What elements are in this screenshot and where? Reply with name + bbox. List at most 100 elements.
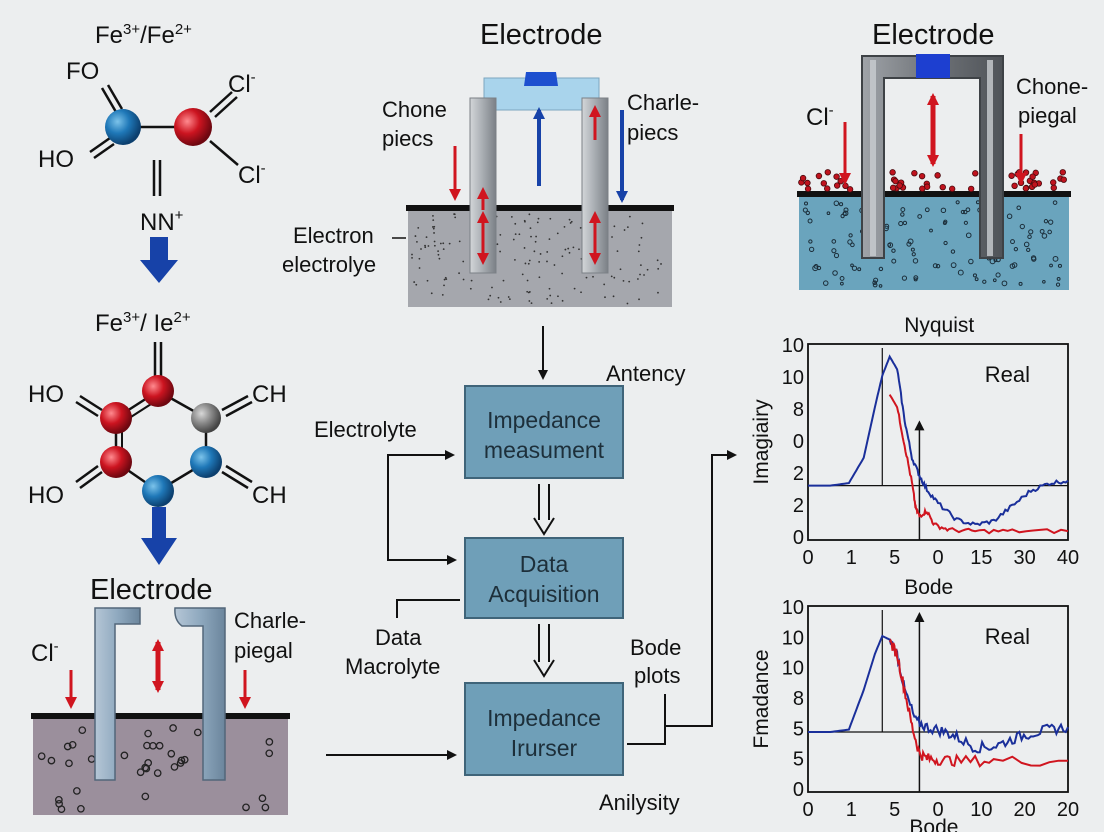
x-axis-label: Bode [909, 816, 958, 832]
atom-red [174, 108, 212, 146]
bode-plots-label-1: Bode [630, 635, 681, 660]
electrode-contact [524, 72, 558, 86]
particle [469, 287, 472, 290]
y-tick-label: 10 [782, 658, 804, 680]
particle [1049, 263, 1053, 268]
electrode-rod-right [174, 607, 226, 781]
particle [940, 207, 947, 214]
molecule-ring: Fe3+/ Ie2+ HO HO CH CH [28, 309, 287, 565]
particle [826, 211, 831, 216]
electrode-tr-title: Electrode [872, 19, 995, 51]
particle [1019, 223, 1025, 230]
chart-annotation: Real [985, 624, 1030, 649]
particle [561, 272, 564, 275]
electrolyte-mauve [33, 717, 288, 815]
particle [564, 248, 567, 251]
particle [913, 277, 918, 282]
particle [580, 291, 582, 294]
electron-label-1: Electron [293, 223, 374, 248]
particle [63, 742, 72, 751]
particle [1041, 233, 1048, 239]
ion [824, 185, 831, 192]
y-tick-label: 10 [782, 335, 804, 357]
particle [536, 221, 539, 224]
particle [458, 272, 460, 275]
bode-plots-label-2: plots [634, 663, 680, 688]
ion [1029, 173, 1036, 180]
y-tick-label: 2 [793, 495, 804, 517]
particle [1018, 281, 1023, 286]
x-tick-label: 1 [846, 547, 857, 569]
y-axis-label: Fmadance [750, 649, 773, 748]
y-axis-label: Imagiairy [750, 399, 773, 485]
electrolyte-particles [37, 724, 274, 814]
particle [1043, 219, 1049, 224]
particle [487, 298, 490, 301]
particle [847, 239, 853, 245]
particle [610, 275, 613, 278]
ion [846, 186, 854, 193]
particle [568, 218, 571, 221]
particle [68, 740, 77, 749]
particle [913, 275, 919, 281]
particle [443, 284, 445, 287]
box3-line1: Impedance [487, 705, 601, 731]
series-blue [808, 634, 1069, 754]
ion [1031, 181, 1038, 188]
particle [626, 226, 629, 229]
chone-label-2: piecs [382, 126, 433, 151]
particle [628, 215, 631, 218]
particle [639, 273, 641, 276]
particle [167, 749, 176, 758]
box2-line2: Acquisition [488, 581, 599, 607]
particle [193, 728, 202, 737]
ion [804, 179, 811, 187]
series-blue [808, 354, 1069, 527]
electrode-top-center: Electrode Chone piecs Charle- piecs Elec… [282, 19, 699, 307]
particle [445, 278, 448, 281]
fe-couple-top-title: Fe3+/Fe2+ [95, 21, 192, 49]
particle [957, 269, 964, 276]
ion [1011, 182, 1018, 190]
particle [646, 268, 649, 271]
x-tick-label: 0 [802, 547, 813, 569]
chart-title: Bode [904, 576, 953, 599]
particle [831, 248, 837, 254]
fo-label: FO [66, 58, 99, 85]
particle [950, 249, 956, 254]
particle [433, 232, 435, 234]
down-arrow-1 [140, 237, 178, 283]
particle [416, 240, 418, 243]
chone-label-tr-1: Chone- [1016, 74, 1088, 99]
x-tick-label: 5 [889, 799, 900, 821]
particle [611, 236, 613, 238]
particle [261, 803, 270, 812]
particle [604, 296, 606, 299]
particle [432, 214, 434, 217]
particle [878, 284, 883, 288]
particle [433, 225, 436, 228]
particle [1016, 205, 1022, 211]
particle [929, 228, 933, 233]
y-tick-label: 2 [793, 463, 804, 485]
particle [1006, 213, 1013, 220]
electrode-contact-right [916, 54, 950, 78]
cl-label-tr: Cl- [806, 102, 834, 131]
particle [960, 209, 965, 215]
ion [799, 174, 807, 182]
y-tick-label: 10 [782, 627, 804, 649]
ion [804, 185, 812, 193]
particle [638, 298, 640, 301]
ion [833, 182, 841, 189]
particle [898, 221, 904, 227]
particle [499, 250, 502, 253]
particle [433, 240, 436, 243]
ion [892, 177, 899, 185]
particle [499, 233, 502, 236]
particle [603, 283, 606, 286]
y-tick-label: 0 [793, 527, 804, 549]
particle [418, 257, 421, 260]
particle [141, 792, 150, 801]
particle [534, 240, 537, 243]
particle [418, 267, 421, 269]
